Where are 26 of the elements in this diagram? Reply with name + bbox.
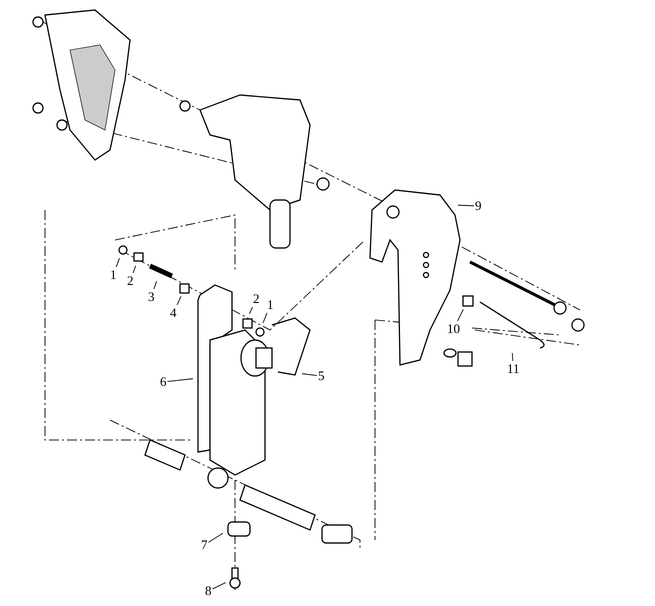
callout-number: 2 (127, 274, 134, 288)
leader-line (154, 280, 158, 290)
callout-number: 5 (318, 369, 324, 383)
leader-line (512, 352, 514, 362)
leader-line (457, 309, 464, 322)
callout-number: 10 (447, 322, 460, 336)
leader-line (249, 306, 253, 314)
leader-line (167, 378, 194, 382)
callout-number: 3 (148, 290, 154, 304)
leader-line (132, 265, 136, 274)
callout-number: 9 (475, 199, 482, 213)
callout-number: 4 (170, 306, 176, 320)
callout-number: 11 (507, 362, 520, 376)
leader-line (208, 532, 224, 543)
leader-line (176, 296, 182, 306)
leader-line (116, 258, 120, 268)
callout-number: 7 (201, 538, 208, 552)
callout-number: 6 (160, 375, 166, 389)
callout-number: 1 (110, 268, 116, 282)
callout-number: 1 (267, 298, 274, 312)
callout-number: 8 (205, 584, 212, 598)
leader-line (212, 582, 226, 590)
callout-number: 2 (253, 292, 260, 306)
leader-line (302, 373, 318, 376)
leader-line (458, 204, 474, 206)
leader-line (262, 312, 268, 324)
